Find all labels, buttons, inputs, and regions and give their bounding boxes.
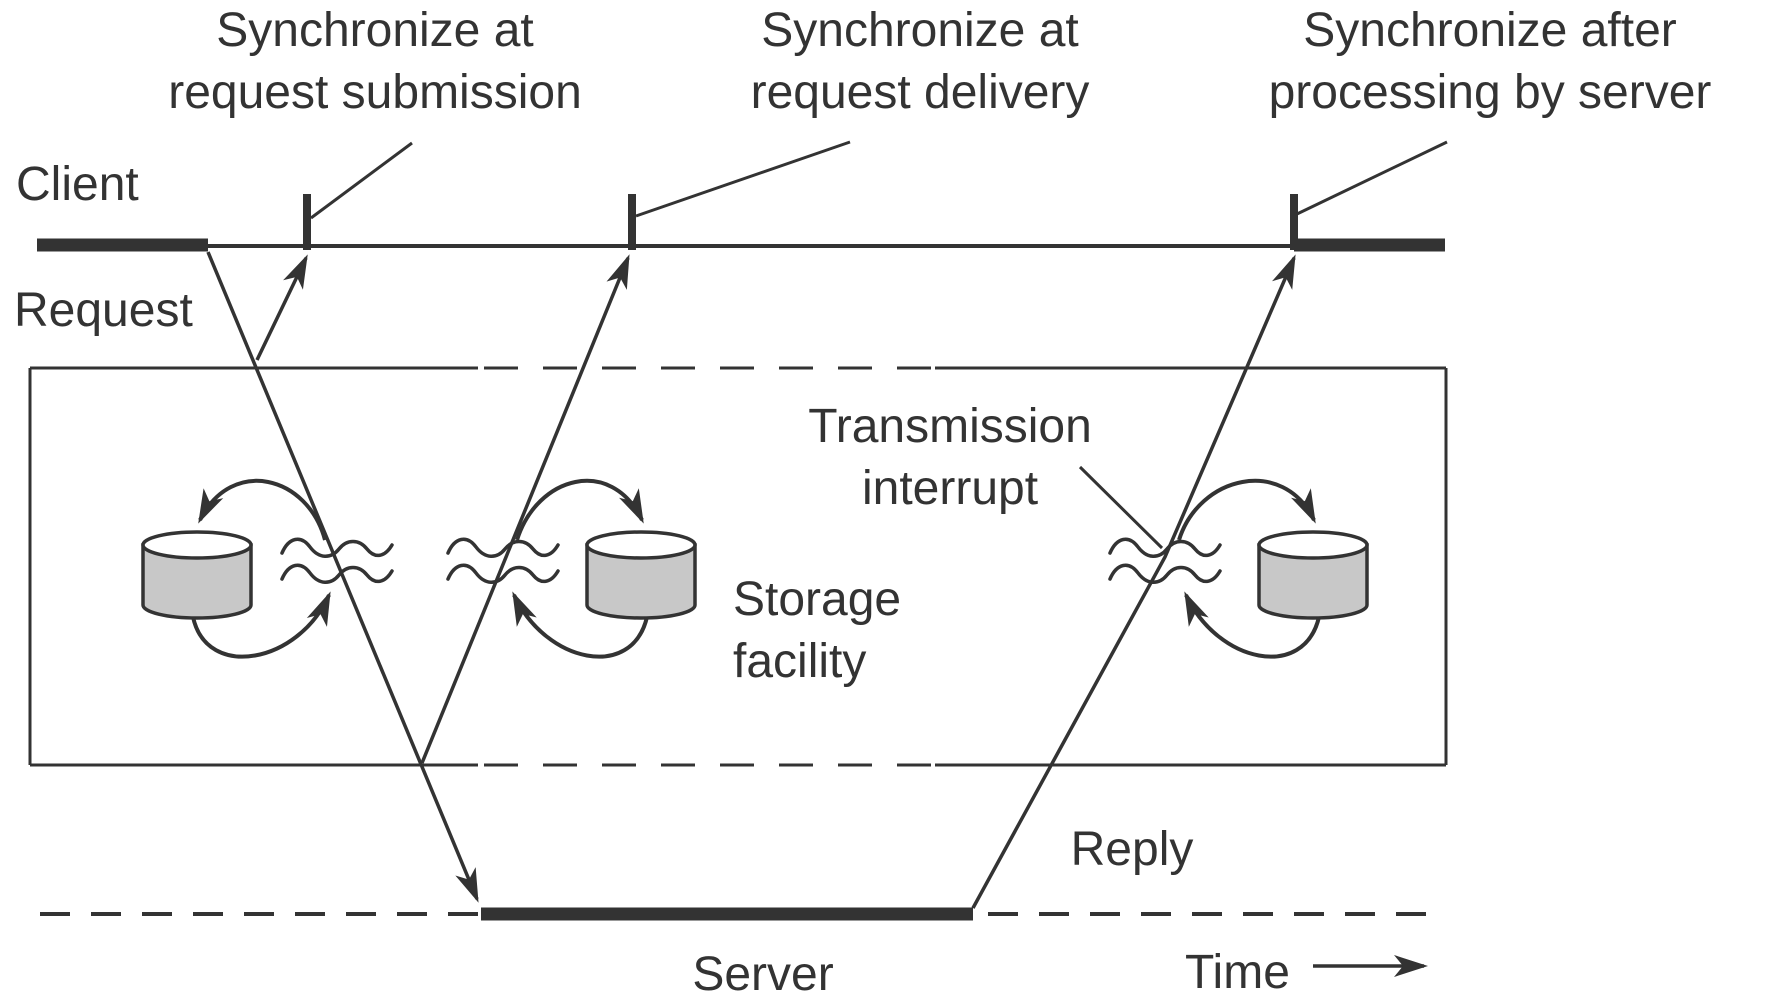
request-message-arrow <box>206 251 479 903</box>
storage-station-2 <box>446 478 697 659</box>
store-message-arc <box>515 478 644 541</box>
label-sync-submission-line1: Synchronize at <box>216 4 534 57</box>
client-timeline <box>37 194 1445 252</box>
label-request: Request <box>14 284 193 337</box>
label-client: Client <box>16 158 139 211</box>
storage-cylinder-icon <box>585 530 697 620</box>
store-message-arc <box>1177 478 1316 541</box>
label-time: Time <box>1185 946 1290 999</box>
label-transmission-line1: Transmission <box>808 400 1092 453</box>
label-reply: Reply <box>1071 823 1194 876</box>
label-server: Server <box>692 948 833 1001</box>
storage-cylinder-icon <box>141 530 253 620</box>
leader-transmission-interrupt <box>1078 465 1164 550</box>
label-sync-processing-line1: Synchronize after <box>1303 4 1677 57</box>
transmission-break-icon <box>1108 537 1222 585</box>
ack-arrow-request-submission <box>255 254 308 361</box>
forward-message-arc <box>512 591 649 659</box>
message-lines <box>206 251 1296 909</box>
storage-station-3 <box>1108 478 1369 659</box>
leader-sync-processing <box>1296 140 1448 216</box>
label-sync-processing-line2: processing by server <box>1269 66 1712 119</box>
store-message-arc <box>198 478 327 541</box>
storage-cylinder-icon <box>1257 530 1369 620</box>
label-storage-line2: facility <box>733 635 866 688</box>
label-sync-submission-line2: request submission <box>168 66 582 119</box>
reply-message-arrow <box>971 254 1296 909</box>
label-sync-delivery-line1: Synchronize at <box>761 4 1079 57</box>
label-sync-delivery-line2: request delivery <box>751 66 1090 119</box>
leader-sync-submission <box>310 141 413 220</box>
forward-message-arc <box>191 591 331 659</box>
forward-message-arc <box>1184 591 1321 659</box>
label-transmission-line2: interrupt <box>862 462 1038 515</box>
leader-lines <box>310 140 1448 550</box>
storage-station-1 <box>141 478 394 659</box>
storage-facility-box <box>28 366 1448 767</box>
leader-sync-delivery <box>635 140 851 218</box>
label-storage-line1: Storage <box>733 573 901 626</box>
text-labels: Synchronize at request submission Synchr… <box>14 4 1711 1001</box>
ack-arrow-request-delivery <box>420 254 630 764</box>
